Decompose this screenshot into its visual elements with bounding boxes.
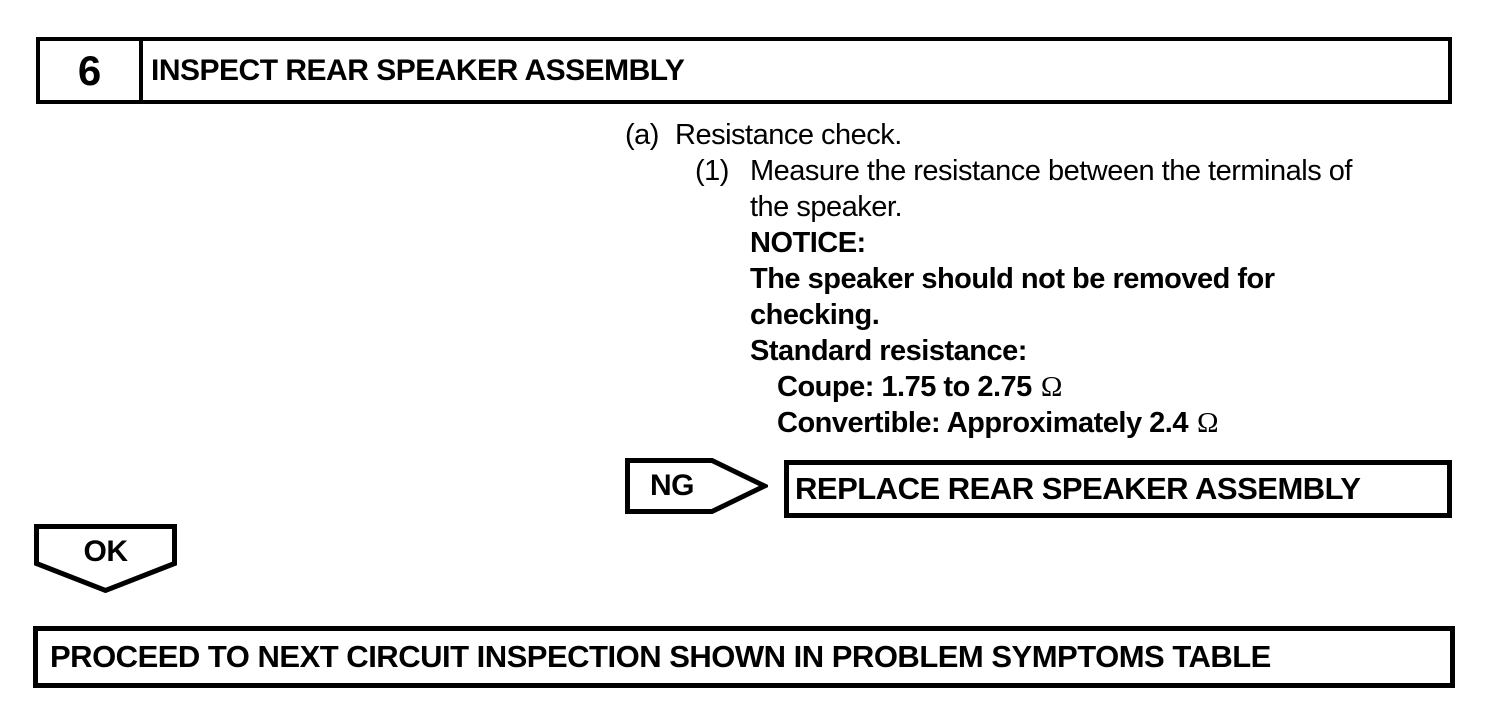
ng-action-box: REPLACE REAR SPEAKER ASSEMBLY — [784, 460, 1452, 518]
step-number: 6 — [77, 46, 102, 94]
spec-line-coupe: Coupe: 1.75 to 2.75 Ω — [777, 369, 1352, 405]
ng-action-text: REPLACE REAR SPEAKER ASSEMBLY — [795, 471, 1361, 506]
substep-line: Measure the resistance between the termi… — [750, 155, 1352, 187]
spec-text: Convertible: Approximately 2.4 — [777, 407, 1188, 439]
ok-branch: OK — [34, 524, 177, 594]
notice-line: The speaker should not be removed for — [750, 263, 1275, 295]
spec-line-convertible: Convertible: Approximately 2.4 Ω — [777, 405, 1352, 441]
step-title: INSPECT REAR SPEAKER ASSEMBLY — [151, 53, 685, 87]
item-text: Resistance check. — [675, 119, 902, 151]
notice-line: checking. — [750, 299, 880, 331]
substep-line: the speaker. — [750, 191, 902, 223]
ok-arrow-icon — [34, 524, 177, 594]
ohm-symbol: Ω — [1196, 407, 1219, 439]
ng-arrow-icon — [625, 458, 768, 514]
next-step-text: PROCEED TO NEXT CIRCUIT INSPECTION SHOWN… — [50, 639, 1271, 674]
ok-label: OK — [83, 535, 129, 568]
ng-branch: NG — [625, 458, 768, 514]
notice-heading: NOTICE: — [750, 227, 866, 259]
step-header-box: 6 INSPECT REAR SPEAKER ASSEMBLY — [36, 37, 1452, 104]
substep-label: (1) — [695, 155, 729, 187]
instruction-substep: (1) Measure the resistance between the t… — [695, 153, 1352, 441]
step-title-cell: INSPECT REAR SPEAKER ASSEMBLY — [143, 41, 1448, 100]
ohm-symbol: Ω — [1040, 371, 1063, 403]
next-step-box: PROCEED TO NEXT CIRCUIT INSPECTION SHOWN… — [33, 626, 1455, 688]
instruction-item: (a) Resistance check. — [625, 117, 1352, 153]
instruction-block: (a) Resistance check. (1) Measure the re… — [625, 117, 1352, 441]
spec-text: Coupe: 1.75 to 2.75 — [777, 371, 1032, 403]
substep-content: Measure the resistance between the termi… — [750, 153, 1352, 441]
item-label: (a) — [625, 119, 659, 151]
standard-resistance-heading: Standard resistance: — [750, 335, 1027, 367]
ng-label: NG — [650, 469, 695, 502]
step-number-cell: 6 — [40, 41, 143, 100]
